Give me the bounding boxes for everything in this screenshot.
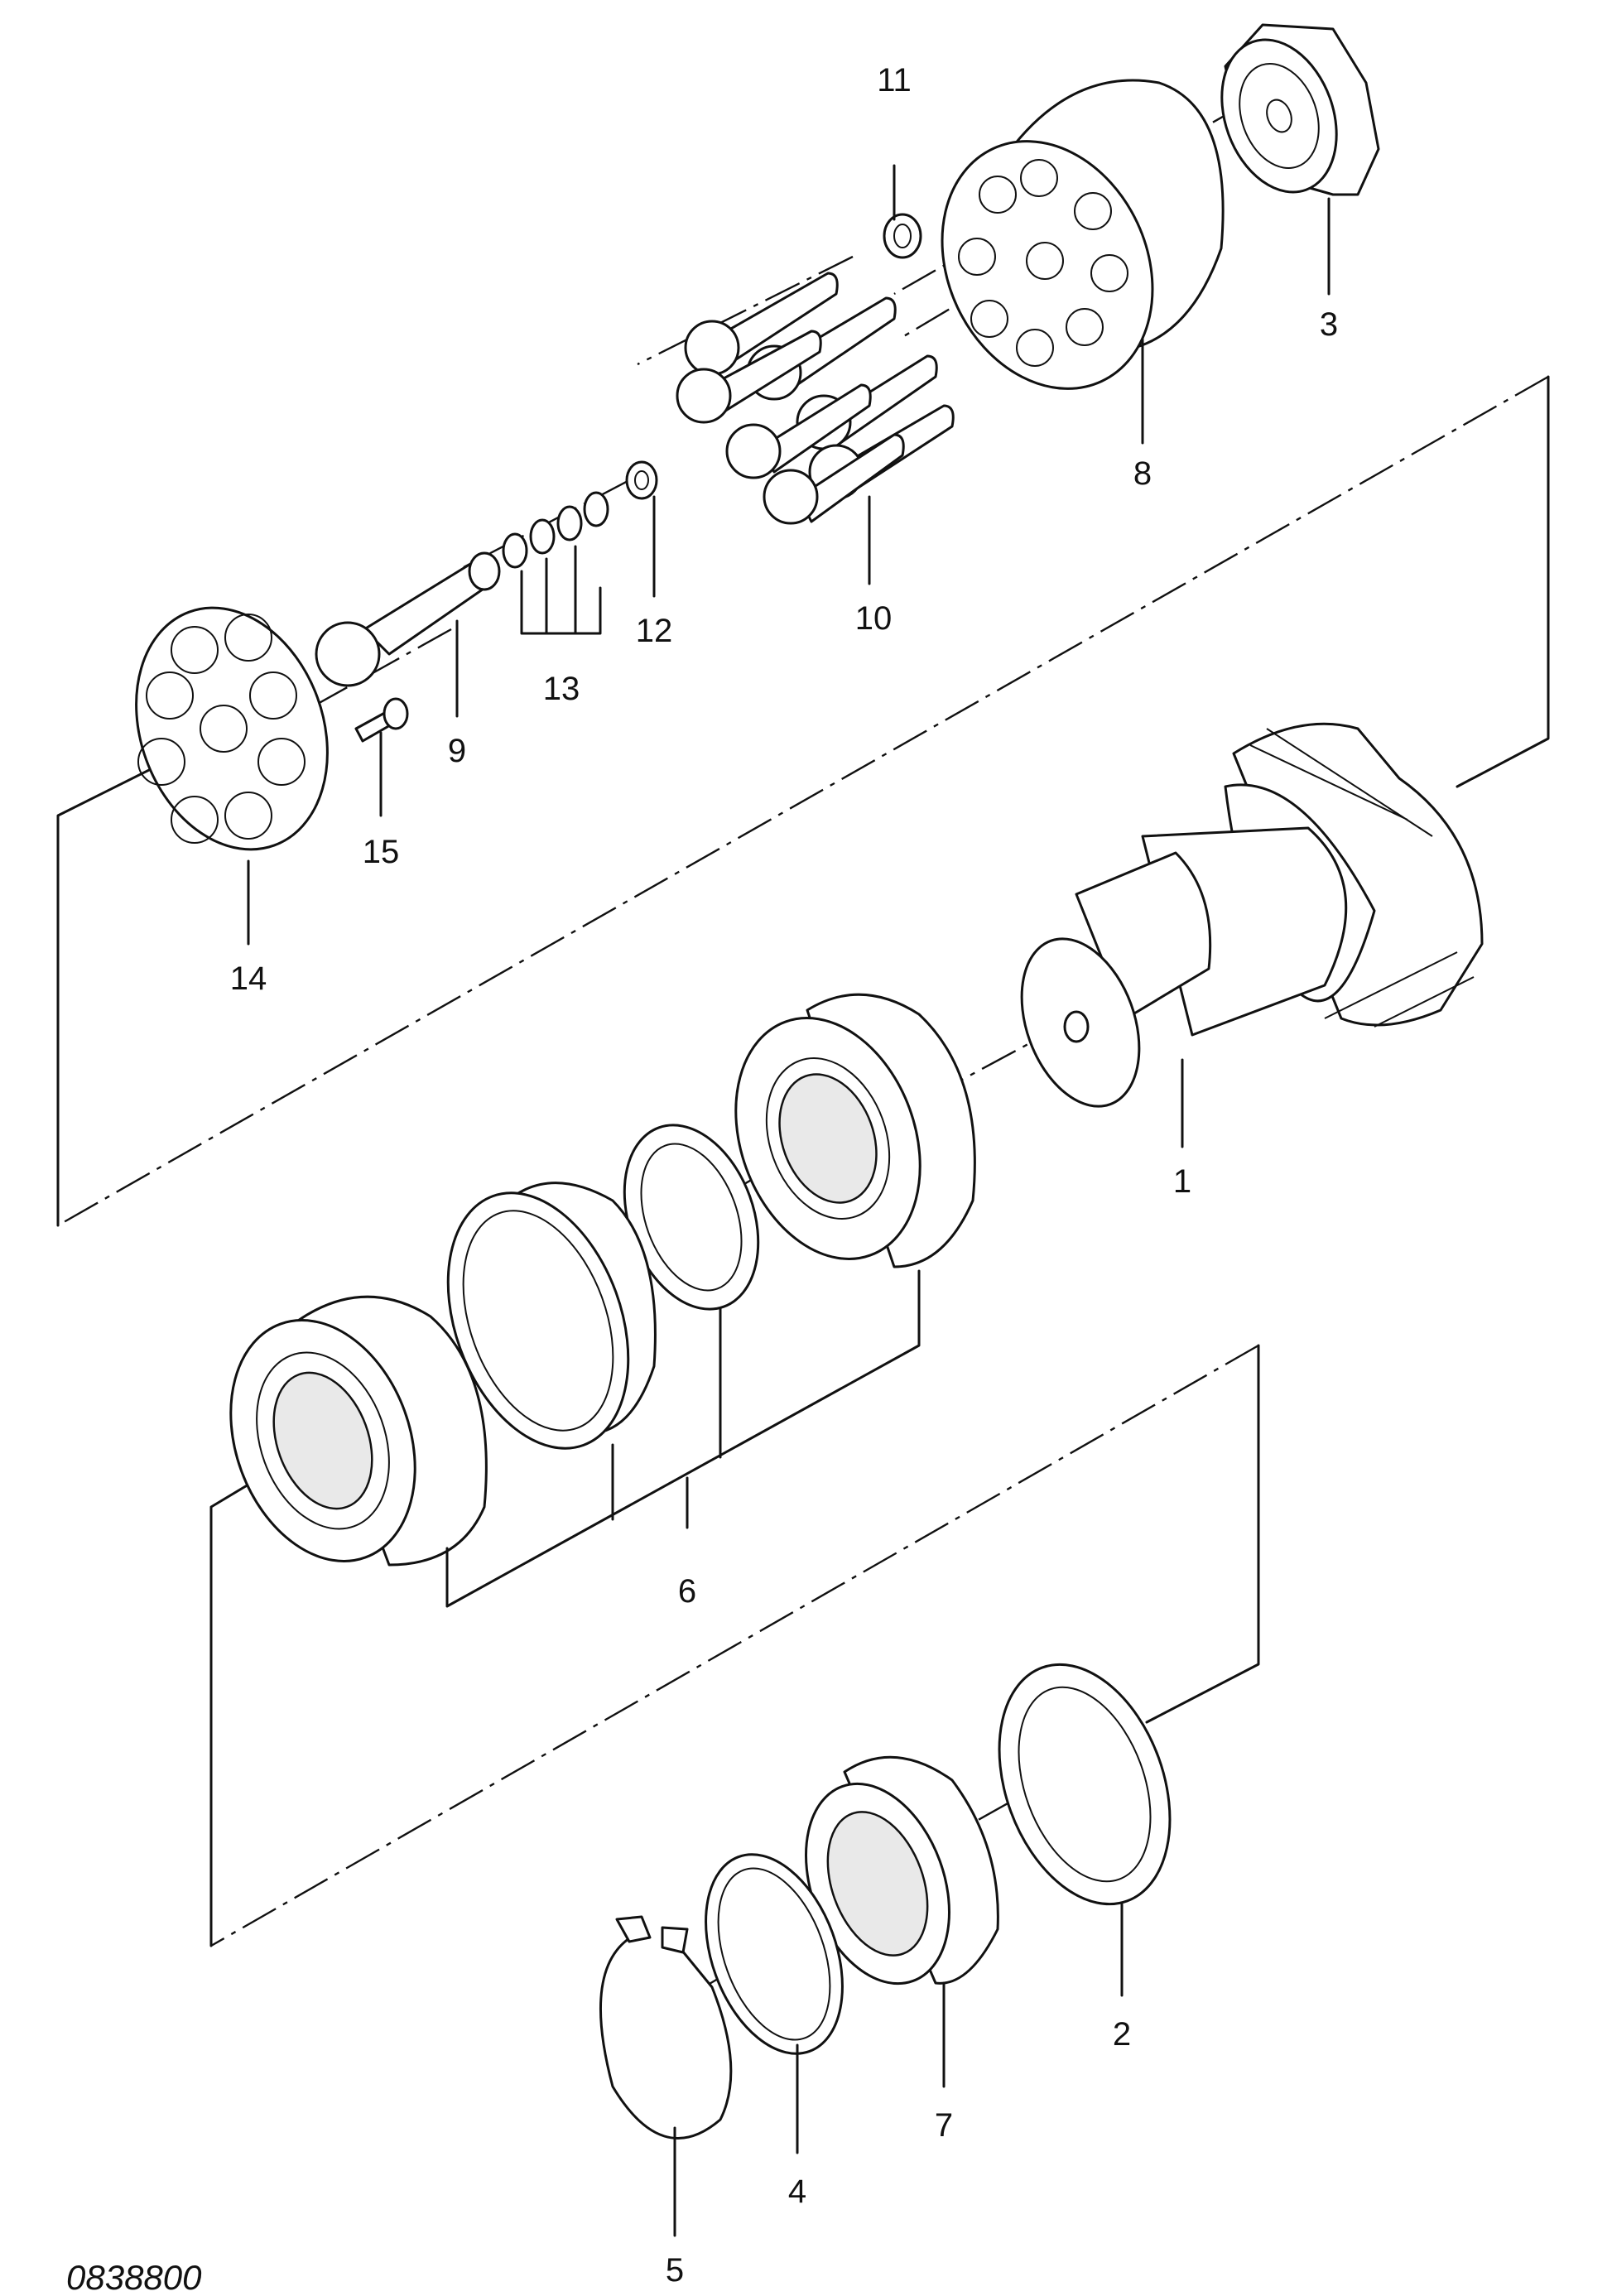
snap-ring-part-5 xyxy=(599,1915,733,2140)
drive-shaft xyxy=(1020,722,1484,1108)
callout-14: 14 xyxy=(230,960,267,997)
callout-leaders xyxy=(247,164,1331,2237)
callout-11: 11 xyxy=(877,62,912,99)
callout-8: 8 xyxy=(1133,455,1152,492)
callout-2: 2 xyxy=(1113,2016,1131,2053)
callout-1: 1 xyxy=(1173,1163,1191,1200)
snap-ring-part-6 xyxy=(623,1124,760,1311)
callout-5: 5 xyxy=(666,2252,684,2289)
bearing-lower xyxy=(229,1295,488,1567)
cylinder-block xyxy=(941,79,1225,390)
center-pin xyxy=(315,551,501,687)
callout-3: 3 xyxy=(1320,306,1338,343)
ring-part-4 xyxy=(705,1853,844,2055)
collar-part-12 xyxy=(625,460,658,500)
callout-9: 9 xyxy=(448,733,466,769)
callouts: 11 3 8 10 12 13 9 15 14 1 6 2 7 4 5 xyxy=(230,62,1338,2289)
callout-13: 13 xyxy=(543,671,580,707)
callout-10: 10 xyxy=(855,600,893,637)
valve-plate xyxy=(1220,23,1380,196)
callout-15: 15 xyxy=(363,834,400,870)
spring-ring-part-11 xyxy=(883,213,922,259)
spacer-ring-part-6 xyxy=(446,1182,657,1450)
bearing-upper xyxy=(734,993,976,1268)
shims-part-13 xyxy=(502,491,609,569)
callout-6: 6 xyxy=(678,1573,696,1610)
callout-4: 4 xyxy=(788,2173,806,2210)
bolt-part-15 xyxy=(354,697,409,743)
retainer-plate xyxy=(135,606,329,851)
document-number: 0838800 xyxy=(66,2258,202,2296)
thrust-washer-part-2 xyxy=(998,1663,1172,1906)
pistons xyxy=(676,272,955,525)
bearing-part-7 xyxy=(805,1755,999,1986)
callout-12: 12 xyxy=(636,613,673,649)
callout-7: 7 xyxy=(935,2107,953,2144)
